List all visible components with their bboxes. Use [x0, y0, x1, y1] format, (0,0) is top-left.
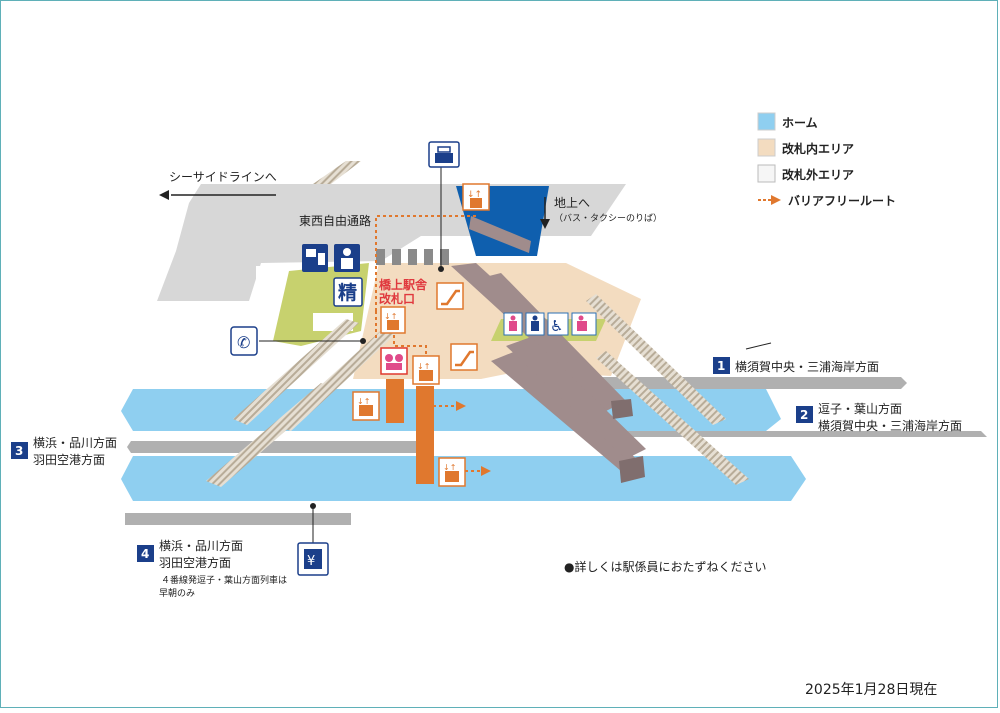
elevator-shaft-2: [416, 386, 434, 484]
passage-label: 東西自由通路: [299, 213, 371, 228]
platform-4-note2: 早朝のみ: [159, 588, 195, 599]
platform-4-note1: ４番線発逗子・葉山方面列車は: [161, 574, 287, 586]
telephone-icon: ✆: [230, 326, 258, 356]
platform-4-dir1: 横浜・品川方面: [159, 538, 243, 553]
legend-label-paid: 改札内エリア: [782, 141, 854, 156]
fare-adjust-icon: 精: [333, 277, 363, 307]
platform-4-dir2: 羽田空港方面: [159, 555, 231, 570]
stairs-seaside: [313, 161, 361, 184]
fare-adjust-char: 精: [338, 281, 357, 304]
nursing-room-icon: [380, 347, 408, 375]
escalator-icon-2: [450, 343, 478, 371]
ground-sublabel: （バス・タクシーのりば）: [554, 213, 662, 224]
svg-text:¥: ¥: [307, 554, 315, 569]
legend-route-arrow: [771, 195, 781, 205]
ticket-gates: [376, 249, 449, 265]
seaside-arrow: [159, 190, 276, 200]
legend-swatch-free: [757, 164, 776, 183]
platform-2-dir1: 逗子・葉山方面: [818, 401, 902, 416]
elevator-icon-platform-2: ↓↑: [438, 457, 466, 487]
platform-3-label: 3 横浜・品川方面 羽田空港方面: [11, 435, 117, 467]
ground-arrow: [540, 197, 550, 229]
atm-dot: [310, 503, 316, 509]
svg-text:↓↑: ↓↑: [467, 190, 482, 200]
gate-label-1: 橋上駅舎: [379, 277, 428, 292]
platform-3-dir1: 横浜・品川方面: [33, 435, 117, 450]
elevator-shaft-1: [386, 379, 404, 423]
inquiry-note: ●詳しくは駅係員におたずねください: [564, 559, 766, 574]
platform-2-label: 2 逗子・葉山方面 横須賀中央・三浦海岸方面: [796, 401, 962, 433]
exit-escalators: [469, 216, 531, 253]
ticket-machine-icon: [302, 244, 328, 272]
leader-lines: [259, 165, 772, 543]
locker-dot: [438, 266, 444, 272]
elevator-icon-3: ↓↑: [412, 355, 440, 385]
legend-label-route: バリアフリールート: [788, 194, 896, 208]
toilet-icon: ♿: [503, 312, 597, 336]
gate-label-2: 改札口: [379, 291, 415, 306]
escalator-icon: [436, 282, 464, 310]
platform-stairs: [206, 294, 749, 487]
phone-dot: [360, 338, 366, 344]
svg-text:↓↑: ↓↑: [417, 362, 430, 371]
date-stamp: 2025年1月28日現在: [805, 682, 937, 698]
elevator-icon-2: ↓↑: [380, 306, 406, 334]
svg-text:↓↑: ↓↑: [443, 463, 456, 472]
ground-label: 地上へ: [554, 196, 590, 210]
platform-3-dir2: 羽田空港方面: [33, 452, 105, 467]
platform-1-num: 1: [717, 359, 725, 373]
route-arrowheads: [456, 401, 491, 476]
atm-icon: ¥: [297, 542, 329, 576]
legend-label-free: 改札外エリア: [782, 167, 854, 182]
platform-1-label: 1 横須賀中央・三浦海岸方面: [713, 357, 879, 374]
legend-swatch-platform: [757, 112, 776, 131]
elevator-icon: ↓↑: [462, 183, 490, 211]
station-staff-icon: [334, 244, 360, 272]
platform-1-dir: 横須賀中央・三浦海岸方面: [735, 359, 879, 374]
platform-4-num: 4: [141, 547, 149, 561]
svg-text:♿: ♿: [550, 317, 563, 335]
platform-2-num: 2: [800, 408, 808, 422]
coin-locker-icon: [428, 141, 460, 168]
svg-text:↓↑: ↓↑: [357, 397, 370, 406]
legend-label-platform: ホーム: [782, 116, 818, 130]
svg-text:✆: ✆: [237, 333, 250, 352]
legend-swatch-paid: [757, 138, 776, 157]
seaside-label: シーサイドラインへ: [169, 170, 277, 184]
elevator-icon-platform-1: ↓↑: [352, 391, 380, 421]
svg-text:↓↑: ↓↑: [384, 312, 397, 321]
platform-3-num: 3: [15, 444, 23, 458]
platform-2-dir2: 横須賀中央・三浦海岸方面: [818, 418, 962, 433]
legend: ホーム 改札内エリア 改札外エリア バリアフリールート: [757, 112, 896, 208]
platform-4-label: 4 横浜・品川方面 羽田空港方面 ４番線発逗子・葉山方面列車は 早朝のみ: [137, 538, 287, 599]
